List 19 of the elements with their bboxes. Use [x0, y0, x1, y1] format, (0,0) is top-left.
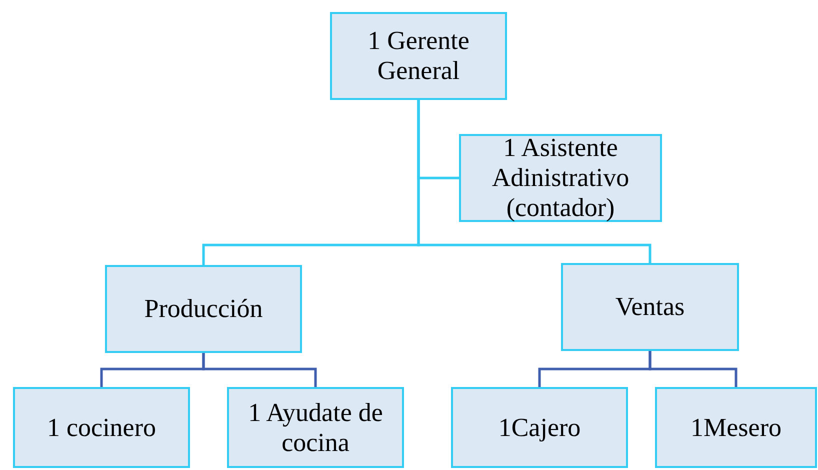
- role-label: 1 Asistente Adinistrativo (contador): [490, 133, 630, 223]
- org-box: [459, 134, 662, 222]
- role-label: 1Cajero: [498, 412, 581, 442]
- org-box: [105, 265, 302, 353]
- role-label: 1 cocinero: [46, 412, 156, 442]
- org-box: [330, 12, 507, 100]
- org-box: [655, 387, 817, 468]
- org-box: [227, 387, 404, 468]
- role-label: 1 Ayudate de cocina: [247, 398, 384, 458]
- org-box: [561, 263, 739, 351]
- role-label: 1Mesero: [690, 412, 782, 442]
- connector-line: [202, 353, 317, 387]
- role-label: Ventas: [615, 292, 685, 322]
- role-label: 1 Gerente General: [366, 26, 470, 86]
- role-label: Producción: [144, 294, 263, 324]
- org-box: [13, 387, 190, 468]
- connector-line: [648, 351, 738, 387]
- connector-line: [417, 100, 652, 263]
- org-box: [451, 387, 628, 468]
